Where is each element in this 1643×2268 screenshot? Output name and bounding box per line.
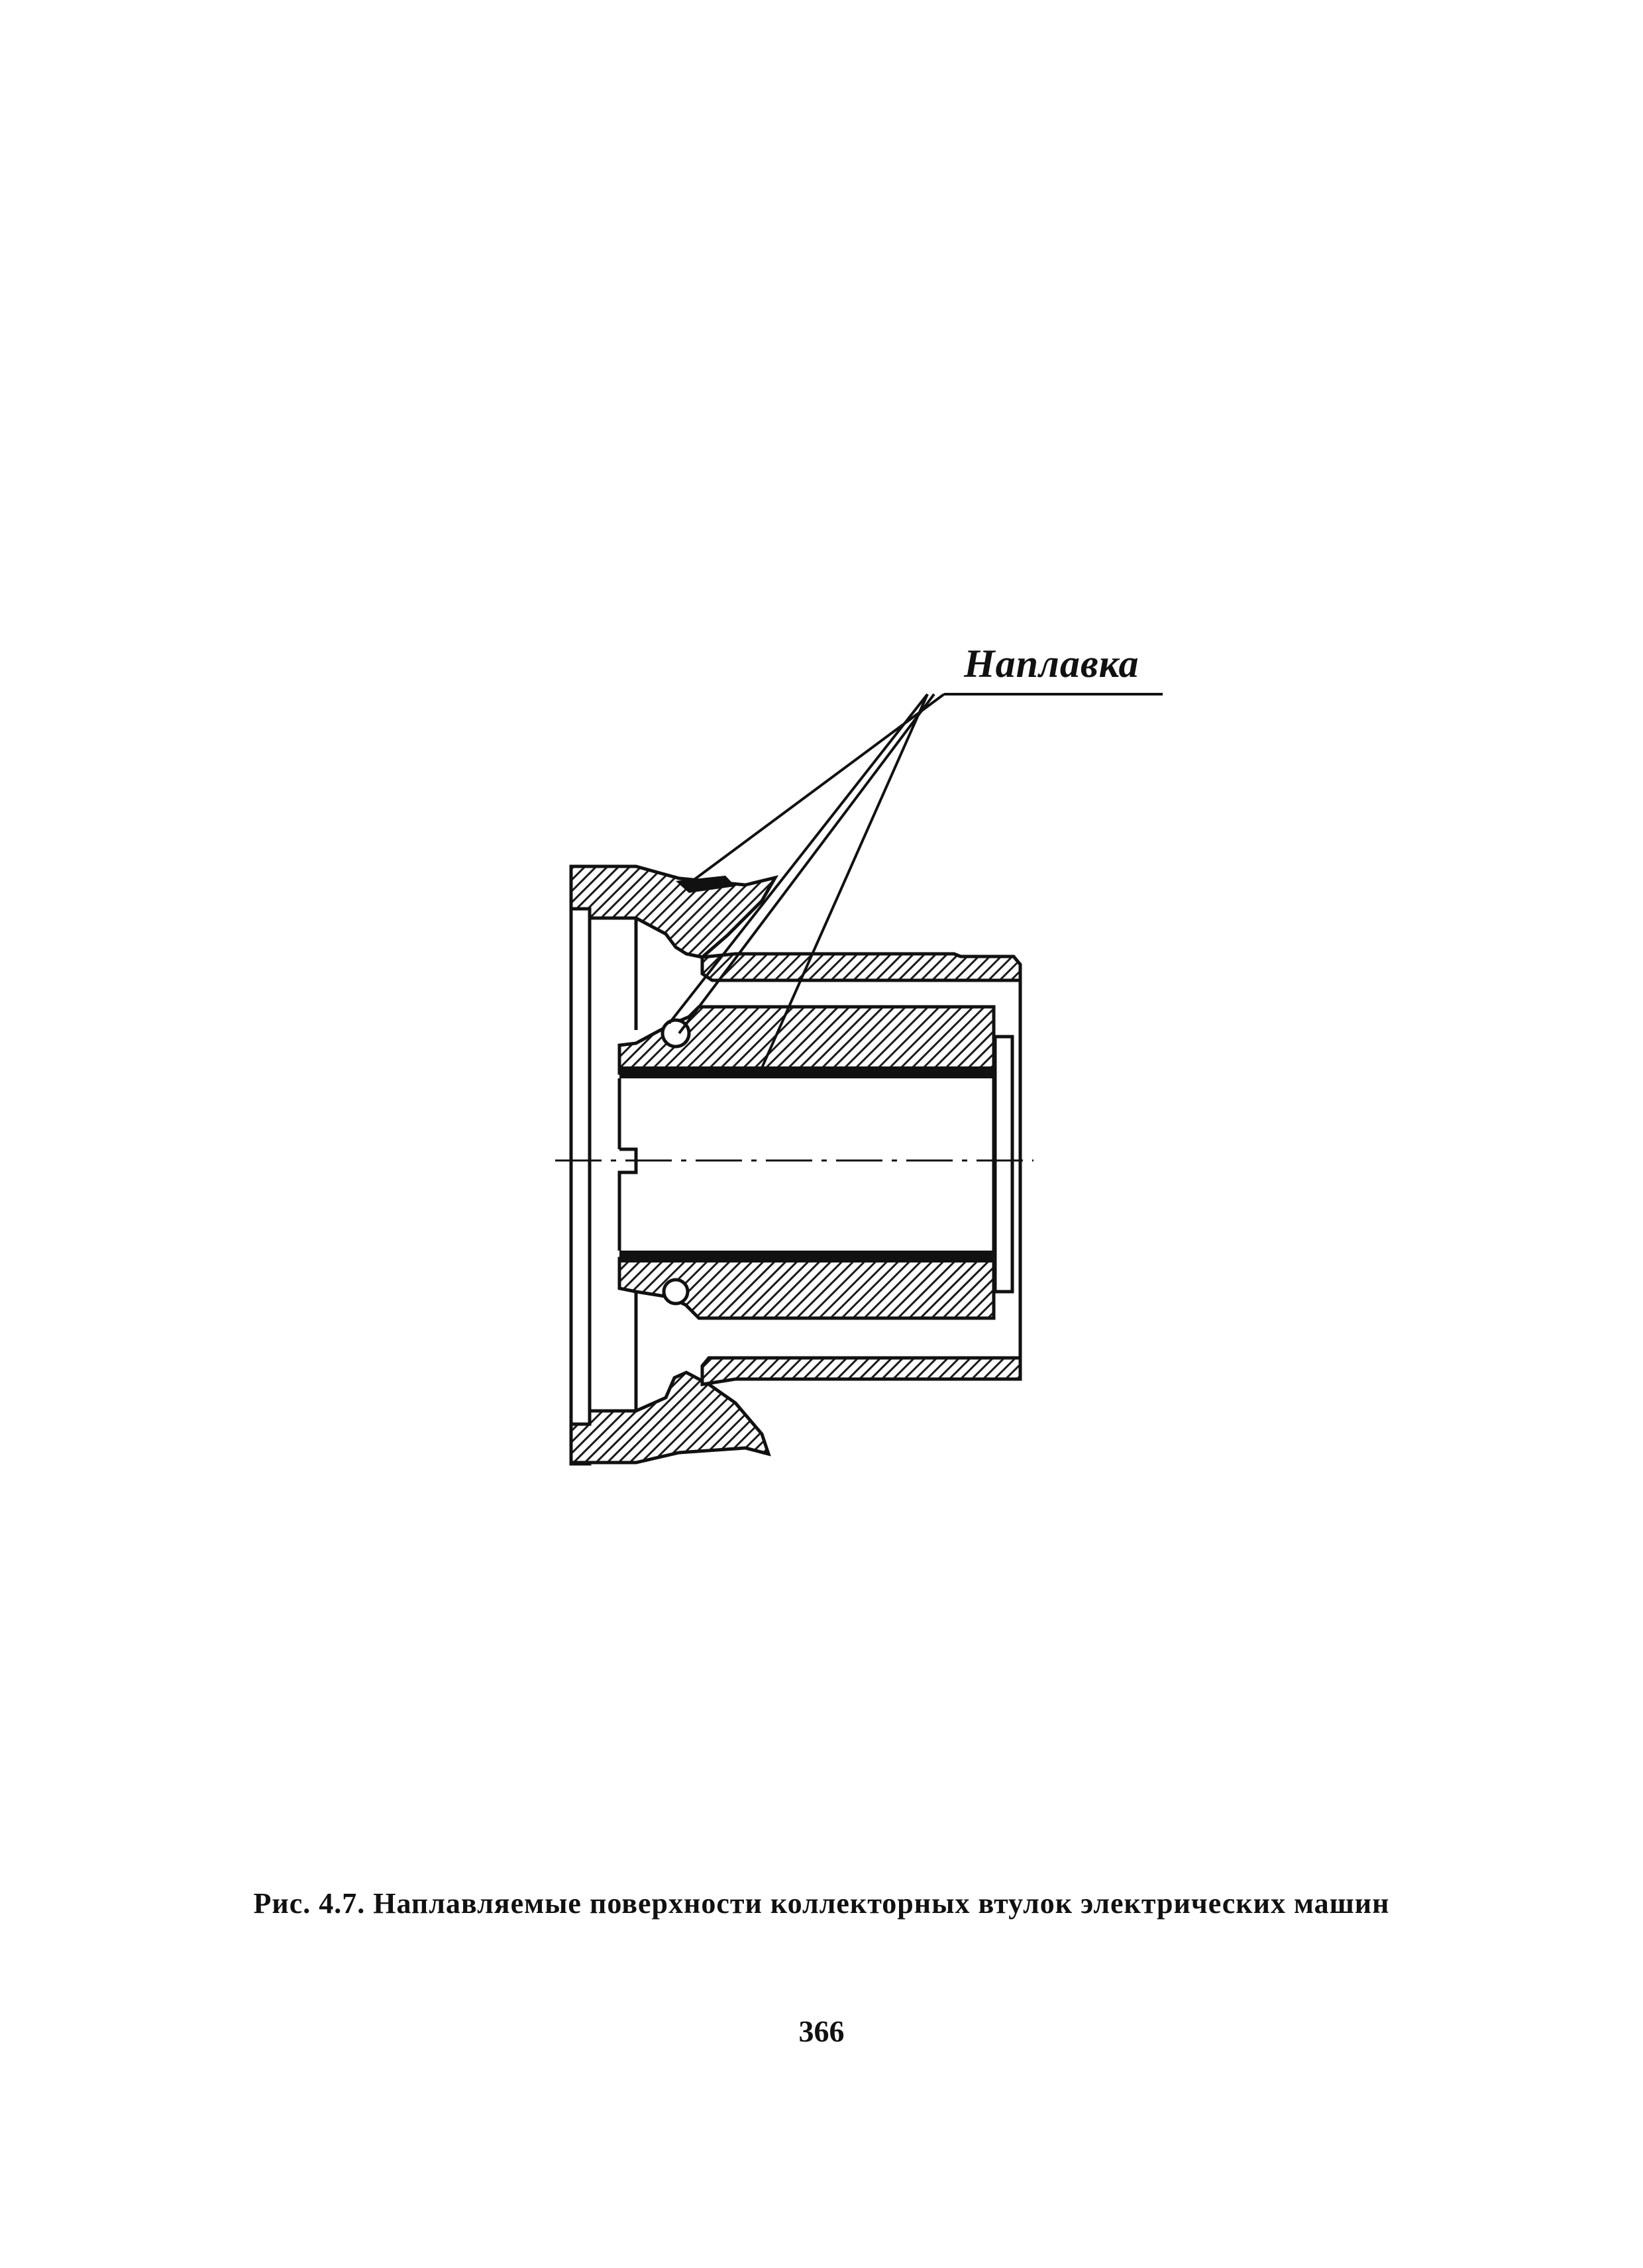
outer-sleeve-bottom [700, 1356, 1022, 1386]
outer-sleeve-top [700, 952, 1022, 982]
callout-leaders [668, 693, 1163, 1068]
page-number: 366 [798, 2014, 845, 2048]
hub-upper-weld [619, 1066, 994, 1078]
figure-caption: Рис. 4.7. Наплавляемые поверхности колле… [253, 1887, 1390, 1920]
top-weld-deposit [676, 876, 735, 893]
bottom-flange [569, 1370, 771, 1465]
hub-groove-lower [662, 1278, 690, 1306]
hub-groove-upper [661, 1018, 691, 1049]
hub-lower [617, 1257, 996, 1320]
figure-callout-label: Наплавка [964, 642, 1140, 686]
right-end-ring [993, 1035, 1014, 1294]
end-plate [569, 864, 592, 1466]
bushing-outline [569, 864, 1022, 1466]
top-flange [569, 864, 779, 959]
hub-lower-weld [619, 1251, 994, 1263]
